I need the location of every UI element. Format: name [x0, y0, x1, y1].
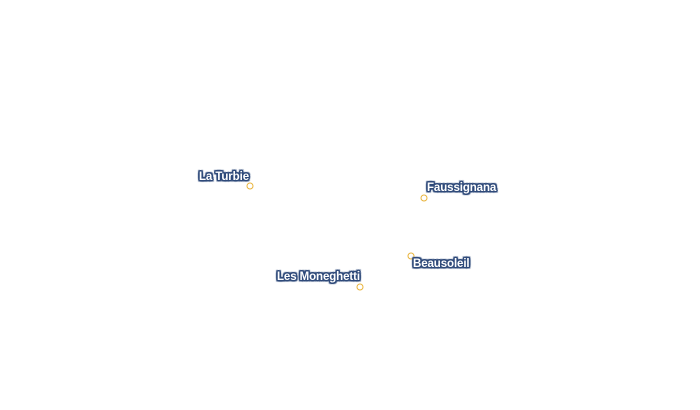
place-marker-icon[interactable] — [246, 182, 254, 190]
place-label: La Turbie — [199, 171, 250, 183]
place-marker-icon[interactable] — [356, 283, 364, 291]
place-marker-icon[interactable] — [407, 252, 415, 260]
place-label: Faussignana — [427, 182, 497, 194]
place-label: Beausoleil — [413, 258, 470, 270]
place-marker-icon[interactable] — [420, 194, 428, 202]
place-label: Les Moneghetti — [277, 271, 360, 283]
